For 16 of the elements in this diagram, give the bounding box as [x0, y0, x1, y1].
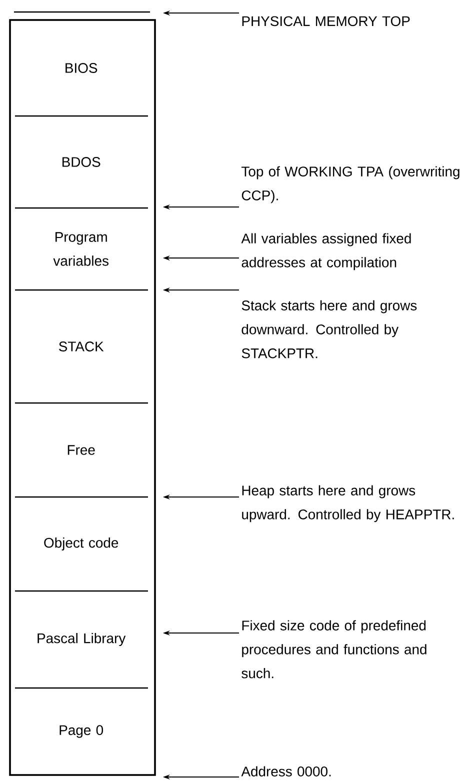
memory-region: Object code — [44, 538, 118, 550]
memory-region: Page 0 — [60, 725, 104, 738]
memory-region: BIOS — [66, 63, 98, 73]
annotation-text: Top of WORKING TPA (overwriting CCP). — [242, 166, 460, 204]
annotation-text: Fixed size code of predefined procedures and functions and such. — [242, 620, 426, 678]
memory-region: Pascal Library — [38, 633, 126, 646]
annotation-text: PHYSICAL MEMORY TOP — [242, 16, 410, 26]
annotation-text: Stack starts here and grows downward. Controlled by STACKPTR. — [242, 300, 417, 358]
memory-column — [9, 19, 156, 776]
memory-region: Program variables — [53, 232, 108, 266]
annotation-text: Address 0000. — [241, 766, 331, 776]
annotation-text: All variables assigned fixed addresses at compilation — [241, 233, 411, 270]
memory-region: BDOS — [62, 157, 100, 167]
memory-region: Free — [68, 445, 95, 455]
memory-region: STACK — [59, 342, 104, 352]
annotation-text: Heap starts here and grows upward. Controlled by HEAPPTR. — [242, 485, 454, 522]
